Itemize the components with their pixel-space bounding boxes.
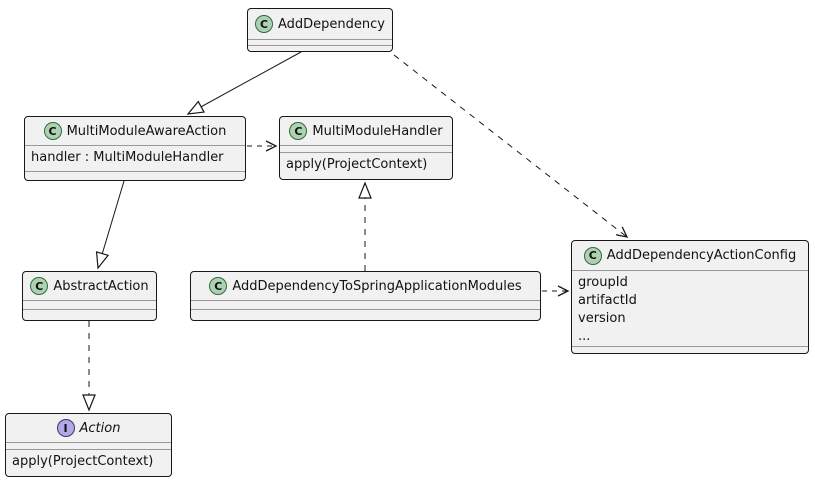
class-icon: C [43,122,62,140]
class-name: MultiModuleAwareAction [66,123,227,139]
class-name: AbstractAction [53,278,149,294]
class-box-adddependencytospringapplicationmodules: C AddDependencyToSpringApplicationModule… [190,271,541,321]
field-line: handler : MultiModuleHandler [31,150,224,165]
field-line: version [578,311,626,326]
fields-compartment [280,145,452,152]
class-icon: C [583,246,602,265]
class-box-multimodulehandler: C MultiModuleHandler apply(ProjectContex… [279,116,453,180]
class-box-adddependencyactionconfig: C AddDependencyActionConfig groupId arti… [571,240,809,354]
class-box-abstractaction: C AbstractAction [22,271,157,321]
methods-compartment [191,309,540,320]
field-line: artifactId [578,293,637,308]
methods-compartment [248,45,392,51]
methods-compartment [25,171,245,180]
field-line: groupId [578,275,628,290]
fields-compartment [6,442,171,449]
interface-icon: I [56,419,75,437]
methods-compartment: apply(ProjectContext) [280,152,452,179]
class-icon: C [255,15,273,33]
class-icon: C [209,277,228,295]
methods-compartment [23,309,156,320]
method-line: apply(ProjectContext) [286,157,428,172]
edge-extends-adddependency-multimoduleawareaction [186,51,302,115]
fields-compartment [248,39,392,45]
class-title: C MultiModuleAwareAction [25,117,245,145]
class-box-multimoduleawareaction: C MultiModuleAwareAction handler : Multi… [24,116,246,181]
class-title: C AddDependency [248,9,392,39]
edge-dependency-adddependency-config [393,54,629,238]
class-icon: C [289,122,308,140]
class-title: C MultiModuleHandler [280,117,452,145]
methods-compartment [572,346,808,353]
class-name: AddDependencyActionConfig [606,248,797,263]
method-line: apply(ProjectContext) [12,454,154,469]
fields-compartment [23,300,156,309]
interface-box-action: I Action apply(ProjectContext) [5,413,172,477]
class-title: C AddDependencyActionConfig [572,241,808,270]
interface-name: Action [79,420,121,436]
class-name: AddDependency [278,16,385,32]
class-icon: C [30,277,49,295]
class-title: C AbstractAction [23,272,156,300]
edge-extends-multimoduleawareaction-abstractaction [95,180,125,270]
class-name: AddDependencyToSpringApplicationModules [232,278,522,294]
field-line: ... [578,329,591,344]
fields-compartment [191,300,540,309]
fields-compartment: groupId artifactId version ... [572,270,808,346]
class-name: MultiModuleHandler [312,123,443,139]
methods-compartment: apply(ProjectContext) [6,449,171,476]
fields-compartment: handler : MultiModuleHandler [25,145,245,171]
class-box-adddependency: C AddDependency [247,8,393,52]
class-title: C AddDependencyToSpringApplicationModule… [191,272,540,300]
interface-title: I Action [6,414,171,442]
